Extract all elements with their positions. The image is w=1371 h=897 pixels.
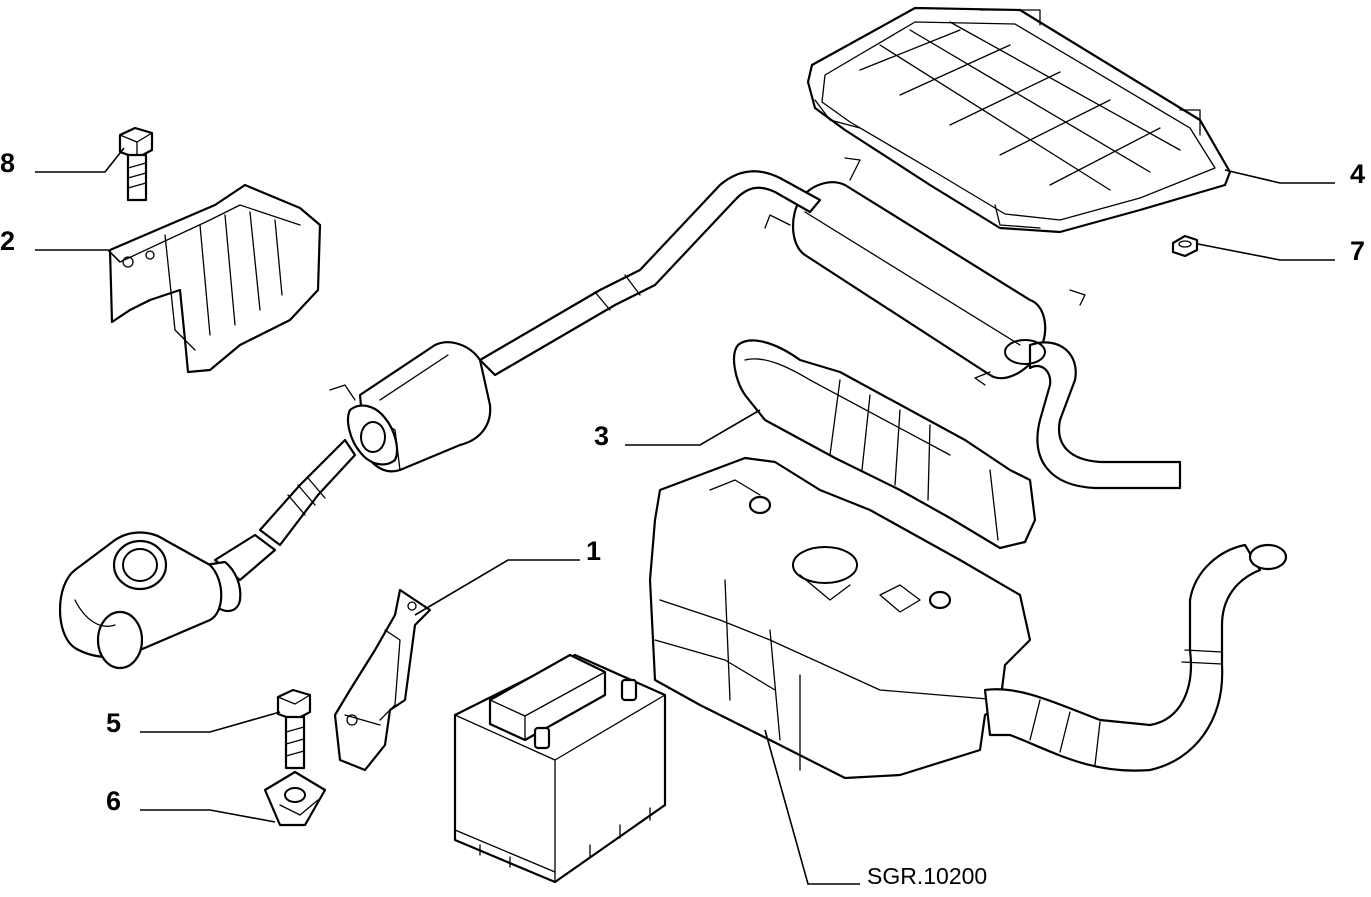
bracket bbox=[333, 588, 432, 772]
leader-3 bbox=[625, 409, 761, 446]
callout-6: 6 bbox=[106, 786, 121, 816]
fuel-tank bbox=[648, 456, 1288, 780]
leader-6 bbox=[140, 809, 276, 823]
callout-3: 3 bbox=[594, 421, 609, 451]
rear-muffler bbox=[764, 157, 1182, 490]
callout-8: 8 bbox=[0, 148, 15, 178]
nut-7 bbox=[1171, 234, 1199, 258]
callout-4: 4 bbox=[1350, 159, 1365, 189]
leader-7 bbox=[1197, 243, 1335, 261]
battery bbox=[453, 653, 667, 884]
callout-7: 7 bbox=[1350, 236, 1365, 266]
leader-5 bbox=[140, 711, 281, 733]
leader-2 bbox=[35, 249, 121, 263]
bolt-8 bbox=[118, 126, 154, 202]
exhaust-pipe-assembly bbox=[58, 170, 822, 670]
callout-2: 2 bbox=[0, 226, 15, 256]
clip-nut-6 bbox=[263, 770, 327, 827]
leader-1 bbox=[414, 559, 580, 616]
leader-ref bbox=[764, 729, 860, 885]
leader-8 bbox=[35, 147, 125, 173]
callout-1: 1 bbox=[586, 536, 601, 566]
reference-code: SGR.10200 bbox=[867, 863, 987, 889]
heat-shield-front bbox=[108, 183, 322, 374]
heat-shield-upper bbox=[806, 6, 1232, 234]
leader-4 bbox=[1224, 169, 1335, 184]
bolt-5 bbox=[276, 688, 312, 770]
callout-5: 5 bbox=[106, 708, 121, 738]
heat-shield-middle bbox=[732, 339, 1037, 550]
